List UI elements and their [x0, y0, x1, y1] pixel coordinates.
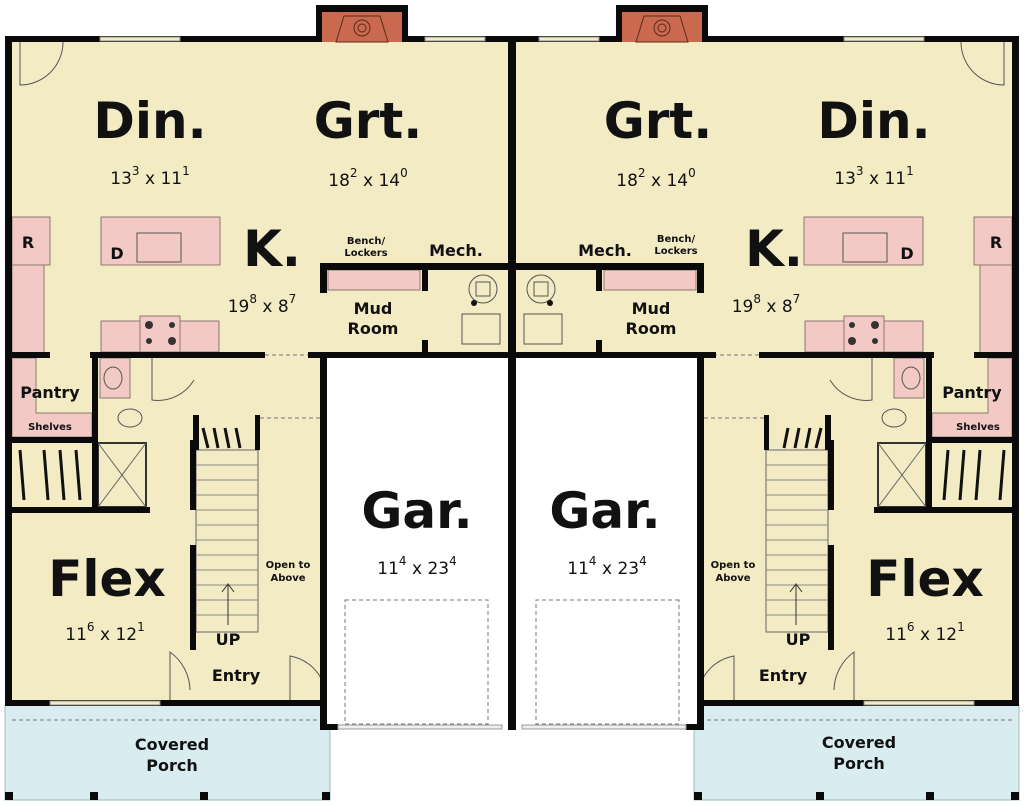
- shelves-label: Shelves: [28, 422, 72, 433]
- bench-label: Bench/: [657, 234, 696, 245]
- covered-porch-label-2: Porch: [146, 756, 197, 775]
- open-to-above-label-2: Above: [270, 573, 305, 584]
- left-unit-plan: [3, 3, 518, 802]
- open-to-above-label: Open to: [711, 560, 756, 571]
- great-room-label: Grt.: [604, 92, 713, 150]
- open-to-above-label-2: Above: [715, 573, 750, 584]
- fridge-label: R: [990, 233, 1002, 252]
- pantry-label: Pantry: [942, 383, 1002, 402]
- kitchen-dims: 198 x 87: [228, 292, 297, 317]
- dining-dims: 133 x 111: [834, 164, 913, 189]
- dining-label: Din.: [93, 92, 206, 150]
- garage-dims: 114 x 234: [377, 554, 456, 579]
- kitchen-dims: 198 x 87: [732, 292, 801, 317]
- kitchen-label: K.: [745, 220, 803, 278]
- great-room-dims: 182 x 140: [328, 166, 407, 191]
- mud-room-label-2: Room: [348, 319, 399, 338]
- garage-dims: 114 x 234: [567, 554, 646, 579]
- flex-label: Flex: [48, 550, 165, 608]
- covered-porch-label: Covered: [822, 733, 896, 752]
- lockers-label: Lockers: [654, 246, 697, 257]
- flex-dims: 116 x 121: [885, 620, 964, 645]
- entry-label: Entry: [212, 666, 261, 685]
- fridge-label: R: [22, 233, 34, 252]
- great-room-dims: 182 x 140: [616, 166, 695, 191]
- mech-label: Mech.: [429, 241, 483, 260]
- left-unit-labels: Din. 133 x 111 Grt. 182 x 140 K. 198 x 8…: [20, 92, 483, 775]
- mud-room-label: Mud: [354, 299, 393, 318]
- dishwasher-label: D: [110, 244, 123, 263]
- right-unit-labels: Din. 133 x 111 Grt. 182 x 140 K. 198 x 8…: [549, 92, 1002, 773]
- entry-label: Entry: [759, 666, 808, 685]
- lockers-label: Lockers: [344, 248, 387, 259]
- covered-porch-label-2: Porch: [833, 754, 884, 773]
- covered-porch-label: Covered: [135, 735, 209, 754]
- garage-label: Gar.: [361, 482, 472, 540]
- mud-room-label: Mud: [632, 299, 671, 318]
- mud-room-label-2: Room: [626, 319, 677, 338]
- shelves-label: Shelves: [956, 422, 1000, 433]
- dishwasher-label: D: [900, 244, 913, 263]
- flex-dims: 116 x 121: [65, 620, 144, 645]
- mech-label: Mech.: [578, 241, 632, 260]
- dining-label: Din.: [817, 92, 930, 150]
- bench-label: Bench/: [347, 236, 386, 247]
- pantry-label: Pantry: [20, 383, 80, 402]
- garage-label: Gar.: [549, 482, 660, 540]
- kitchen-label: K.: [243, 220, 301, 278]
- flex-label: Flex: [866, 550, 983, 608]
- stairs-up-label: UP: [216, 630, 241, 649]
- great-room-label: Grt.: [314, 92, 423, 150]
- stairs-up-label: UP: [786, 630, 811, 649]
- dining-dims: 133 x 111: [110, 164, 189, 189]
- open-to-above-label: Open to: [266, 560, 311, 571]
